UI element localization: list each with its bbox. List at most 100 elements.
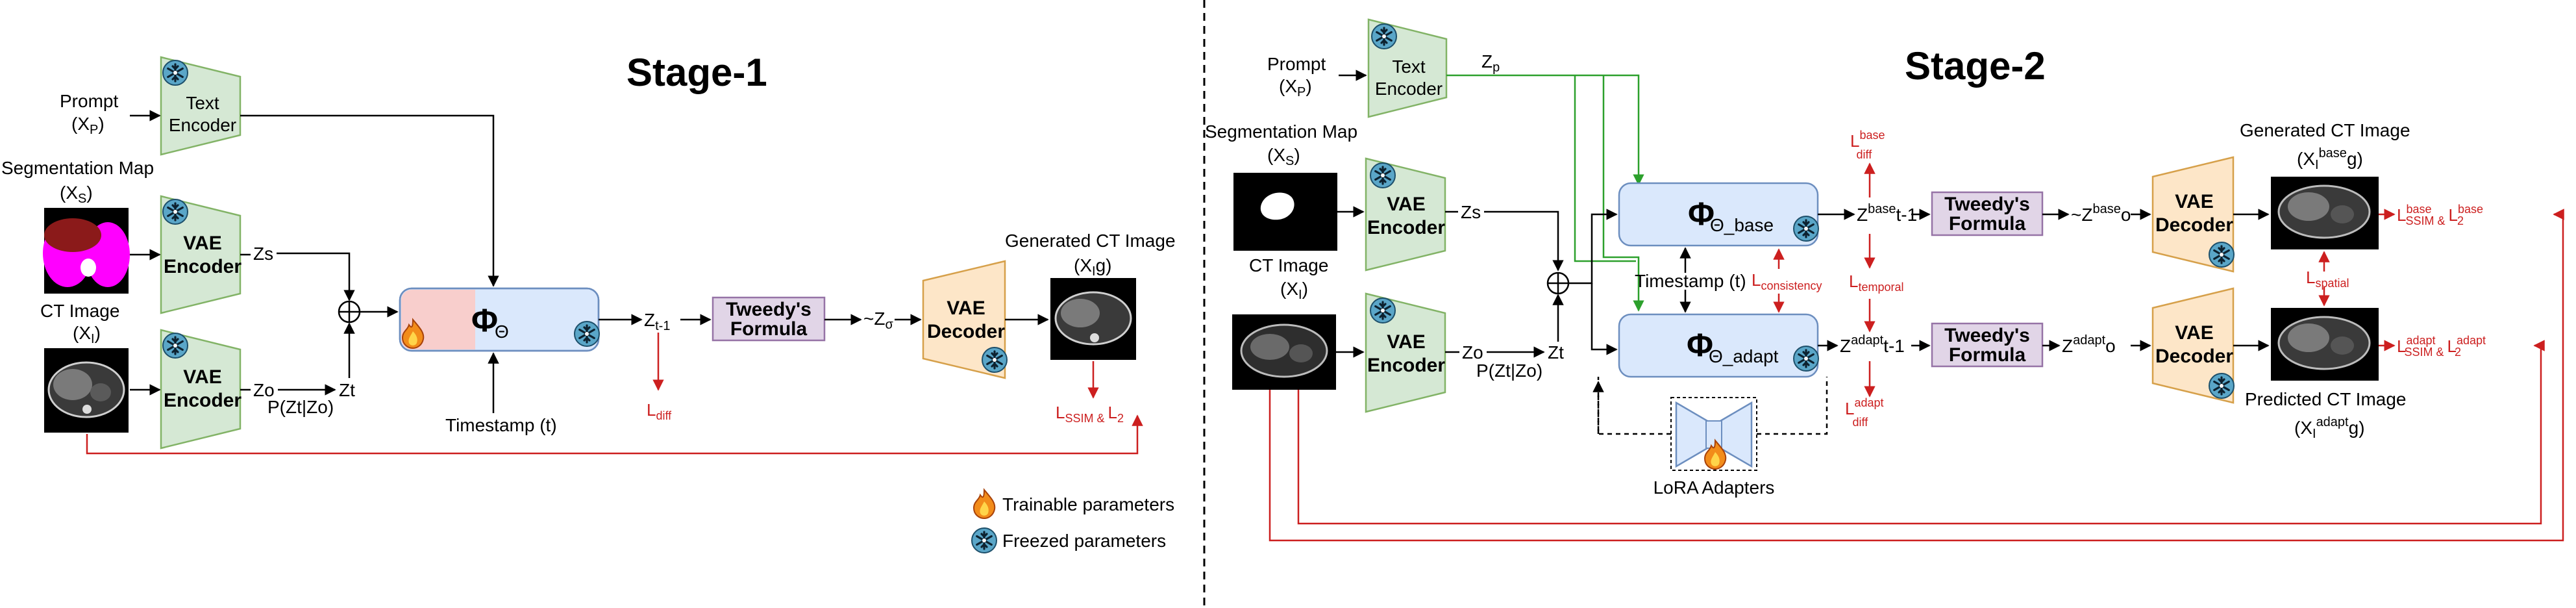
snowflake-icon bbox=[1369, 162, 1396, 189]
stage2-tweedy-base-label-2: Formula bbox=[1949, 213, 2026, 234]
stage1-tweedy-formula bbox=[712, 296, 826, 342]
legend-trainable: Trainable parameters bbox=[1002, 494, 1174, 514]
stage2-tweedy-base-label-1: Tweedy's bbox=[1944, 194, 2030, 215]
stage1-segmentation-image bbox=[43, 208, 130, 294]
stage1-zt1: Zt-1 bbox=[644, 310, 670, 333]
snowflake-icon bbox=[971, 527, 998, 554]
stage2-tweedy-base bbox=[1931, 191, 2044, 236]
stage1-text-encoder-label-1: Text bbox=[186, 93, 219, 113]
stage2-vae-decoder-adapt bbox=[2151, 287, 2235, 404]
stage2-l-spatial: Lspatial bbox=[2306, 268, 2349, 290]
stage2-ct-image-label: CT Image bbox=[1249, 255, 1328, 275]
stage2-zt: Zt bbox=[1548, 342, 1564, 362]
stage2-vae-encoder-ct-label-2: Encoder bbox=[1367, 355, 1445, 376]
stage1-ct-image bbox=[44, 348, 129, 433]
stage2-vae-encoder-seg-label-2: Encoder bbox=[1367, 217, 1445, 238]
stage2-ct-var: (XI) bbox=[1280, 279, 1308, 302]
stage2-vae-decoder-adapt-label-1: VAE bbox=[2175, 322, 2213, 344]
snowflake-icon bbox=[162, 59, 189, 86]
stage1-loss: LSSIM & L2 bbox=[1056, 403, 1124, 425]
stage2-segmentation-image bbox=[1233, 173, 1337, 251]
stage1-seg-var: (XS) bbox=[60, 183, 93, 206]
stage2-phi-base-sub: Θ_base bbox=[1710, 215, 1774, 235]
stage2-zp: Zp bbox=[1481, 51, 1500, 75]
stage2-gen-var: (XIbaseg) bbox=[2297, 146, 2363, 172]
stage2-ct-image bbox=[1232, 314, 1336, 390]
stage1-z0: ~Zσ bbox=[863, 309, 893, 332]
stage1-vae-encoder-ct bbox=[160, 329, 242, 450]
stage2-vae-decoder-base bbox=[2151, 156, 2235, 273]
stage1-gen-var: (XIg) bbox=[1074, 255, 1111, 279]
stage2-z-adapt-t1: Zadaptt-1 bbox=[1840, 333, 1905, 356]
snowflake-icon bbox=[162, 198, 189, 225]
stage1-prompt-var: (XP) bbox=[71, 114, 105, 137]
stage2-denoiser-base bbox=[1618, 182, 1819, 247]
snowflake-icon bbox=[1792, 345, 1820, 372]
stage2-l-temporal: Ltemporal bbox=[1849, 272, 1904, 294]
stage2-vae-encoder-ct bbox=[1365, 292, 1446, 413]
stage2-prompt-var: (XP) bbox=[1279, 76, 1312, 99]
stage1-timestamp: Timestamp (t) bbox=[445, 415, 557, 435]
stage1-vae-decoder bbox=[922, 260, 1006, 379]
legend-freezed: Freezed parameters bbox=[1002, 531, 1166, 551]
stage1-ct-var: (XI) bbox=[73, 323, 101, 346]
snowflake-icon bbox=[1370, 23, 1398, 50]
stage2-vae-decoder-base-label-2: Decoder bbox=[2155, 214, 2233, 236]
stage2-pred-ct-label: Predicted CT Image bbox=[2245, 389, 2407, 409]
stage2-seg-var: (XS) bbox=[1267, 145, 1300, 168]
stage2-pred-var: (XIadaptg) bbox=[2294, 415, 2365, 441]
stage2-tweedy-adapt-label-1: Tweedy's bbox=[1944, 325, 2030, 346]
stage2-gen-ct-label: Generated CT Image bbox=[2240, 120, 2410, 140]
stage2-timestamp: Timestamp (t) bbox=[1635, 271, 1746, 291]
snowflake-icon bbox=[1792, 215, 1820, 242]
stage1-sum-node bbox=[338, 300, 361, 323]
lora-adapter-icon bbox=[1675, 401, 1753, 468]
stage2-prompt-label: Prompt bbox=[1267, 54, 1326, 74]
stage2-text-encoder-label-2: Encoder bbox=[1375, 79, 1443, 99]
stage2-z-base-o: ~Zbaseo bbox=[2071, 202, 2131, 225]
stage1-prompt-label: Prompt bbox=[60, 91, 118, 111]
stage1-ct-image-label: CT Image bbox=[40, 301, 119, 321]
stage1-seg-map-label: Segmentation Map bbox=[1, 158, 154, 178]
snowflake-icon bbox=[573, 320, 601, 348]
stage1-zs: Zs bbox=[253, 244, 273, 264]
stage1-vae-decoder-label-1: VAE bbox=[947, 298, 985, 319]
snowflake-icon bbox=[2208, 372, 2235, 399]
stage1-tweedy-label-1: Tweedy's bbox=[726, 299, 811, 320]
stage2-vae-decoder-adapt-label-2: Decoder bbox=[2155, 346, 2233, 367]
stage1-vae-encoder-seg bbox=[160, 195, 242, 314]
stage2-predicted-image bbox=[2271, 308, 2379, 381]
stage1-gen-ct-label: Generated CT Image bbox=[1005, 231, 1176, 251]
stage1-title: Stage-1 bbox=[626, 51, 767, 94]
stage2-z-adapt-o: Zadapto bbox=[2062, 333, 2116, 356]
stage1-phi-symbol: Φ bbox=[471, 302, 498, 338]
stage2-vae-encoder-ct-label-1: VAE bbox=[1387, 331, 1425, 353]
stage2-title: Stage-2 bbox=[1905, 44, 2046, 88]
stage1-zo: Zo bbox=[253, 380, 275, 400]
stage2-vae-decoder-base-label-1: VAE bbox=[2175, 191, 2213, 212]
stage2-phi-base-symbol: Φ bbox=[1688, 196, 1715, 232]
stage2-tweedy-adapt-label-2: Formula bbox=[1949, 344, 2026, 366]
flame-icon bbox=[973, 489, 996, 519]
stage1-vae-decoder-label-2: Decoder bbox=[927, 321, 1005, 342]
stage1-pzt: P(Zt|Zo) bbox=[267, 397, 334, 417]
stage1-text-encoder-label-2: Encoder bbox=[169, 115, 236, 135]
snowflake-icon bbox=[981, 346, 1008, 374]
stage2-phi-adapt-sub: Θ_adapt bbox=[1709, 346, 1779, 366]
stage2-phi-adapt-symbol: Φ bbox=[1687, 327, 1713, 363]
stage1-generated-image bbox=[1050, 278, 1136, 360]
stage1-vae-encoder-ct-label-2: Encoder bbox=[164, 390, 242, 411]
stage1-tweedy-label-2: Formula bbox=[730, 318, 808, 340]
stage1-ldiff: Ldiff bbox=[647, 400, 672, 422]
stage2-sum-node bbox=[1546, 272, 1570, 295]
snowflake-icon bbox=[2208, 241, 2235, 268]
stage2-lora-label: LoRA Adapters bbox=[1653, 477, 1775, 498]
stage1-vae-encoder-seg-label-2: Encoder bbox=[164, 256, 242, 277]
stage2-vae-encoder-seg-label-1: VAE bbox=[1387, 194, 1425, 215]
snowflake-icon bbox=[1369, 297, 1396, 324]
